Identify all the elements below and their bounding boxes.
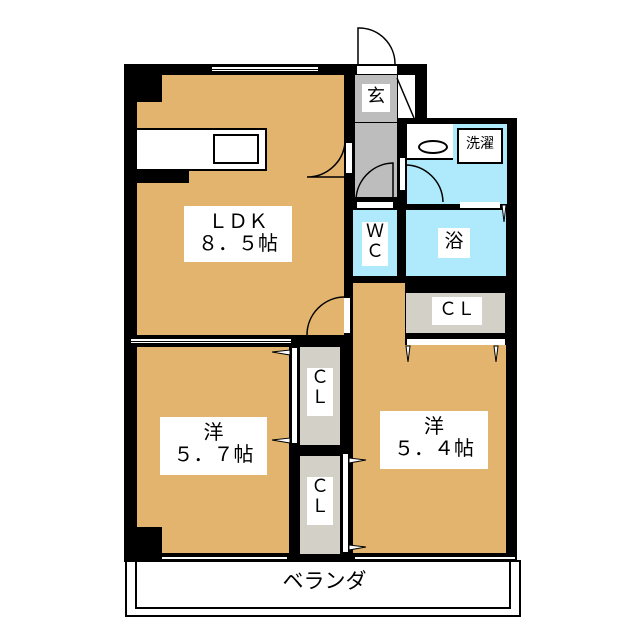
closet-mid-upper-door xyxy=(291,347,298,444)
laundry-label: 洗濯 xyxy=(466,136,494,152)
veranda-label: ベランダ xyxy=(282,569,367,593)
ldk-corner-column xyxy=(137,75,162,102)
wash-door-jamb xyxy=(400,158,405,190)
bedroom-right-door-jamb xyxy=(344,298,350,333)
closet-mid-upper-label: Ｃ Ｌ xyxy=(307,368,333,416)
bedroom-right-window xyxy=(355,555,515,562)
closet-mid-lower-door xyxy=(342,453,349,553)
ldk-floor xyxy=(137,75,344,335)
bedroom-right-label: 洋 ５．４帖 xyxy=(380,411,488,469)
bedroom-left-corner-column xyxy=(137,527,162,553)
kitchen-wall xyxy=(137,171,189,183)
laundry-space xyxy=(457,128,503,164)
closet-mid-lower-label: Ｃ Ｌ xyxy=(307,477,333,525)
ldk-entry-jamb xyxy=(346,143,352,173)
entrance-door-gap xyxy=(357,66,397,74)
ldk-window xyxy=(212,65,318,73)
wc-label: Ｗ Ｃ xyxy=(362,222,388,266)
bedroom-right-floor xyxy=(353,283,405,345)
bath-label: 浴 xyxy=(438,228,470,258)
entrance-side-gap xyxy=(398,75,415,118)
bedroom-left-window xyxy=(162,555,287,562)
closet-right-label: ＣＬ xyxy=(432,297,482,325)
kitchen-sink xyxy=(213,134,259,164)
ldk-bedroom-partition xyxy=(131,337,291,345)
entrance-label: 玄 xyxy=(362,84,390,112)
wc-door-jamb xyxy=(357,202,393,208)
bedroom-left-label: 洋 ５．７帖 xyxy=(160,417,267,475)
ldk-label: ＬＤＫ ８．５帖 xyxy=(184,206,292,262)
bath-door-jamb xyxy=(460,202,500,208)
